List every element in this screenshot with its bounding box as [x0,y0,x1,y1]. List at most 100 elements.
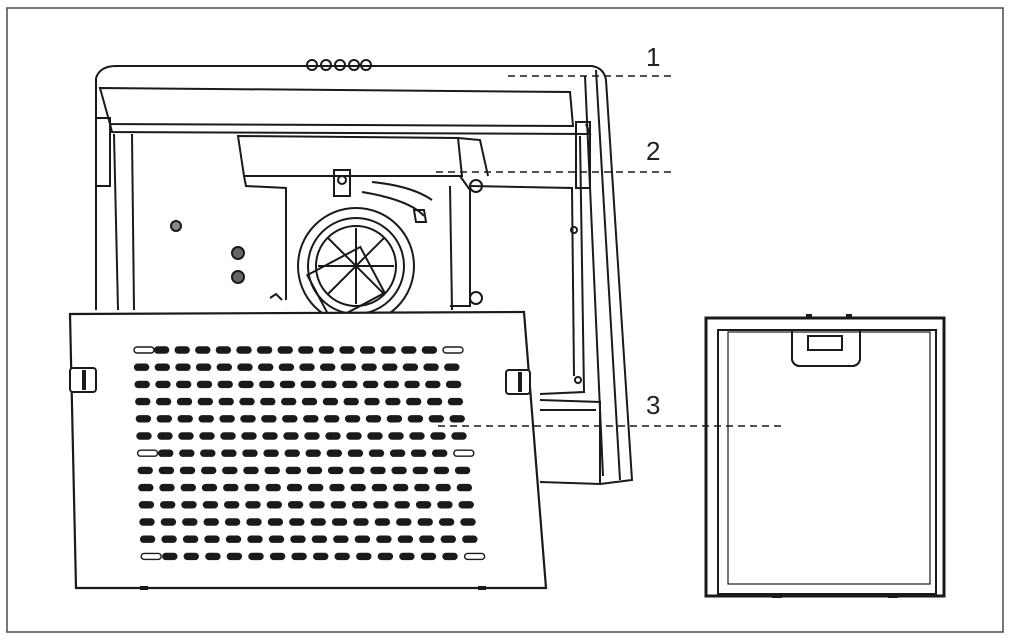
grille-slot [259,380,275,389]
grille-slot [300,380,316,389]
grille-slot [157,449,174,457]
grille-slot [340,363,357,371]
grille-slot [440,535,456,543]
grille-slot [306,466,323,475]
grille-slot [374,518,391,526]
grille-slot [198,415,214,423]
grille-slot [223,501,240,509]
grille-slot [393,483,409,492]
grille-slot [308,483,324,492]
grille-slot [329,483,345,492]
grille-slot [334,552,350,561]
grille-slot [287,501,304,509]
grille-slot [180,483,197,492]
grille-slot [325,432,341,440]
grille-slot [419,535,435,543]
grille-slot [237,363,253,371]
grille-slot [386,415,403,423]
grille-slot [222,466,238,475]
grille-slot [174,346,190,354]
grille-slot [414,483,430,492]
grille-slot [266,501,282,509]
grille-slot [303,415,319,423]
grille-slot [224,518,241,526]
grille-slot [197,397,214,406]
grille-slot [202,501,219,509]
grille-slot [215,346,232,354]
grille-slot [216,363,233,371]
grille-slot [367,432,383,440]
grille-slot [160,518,177,526]
grille-slot [291,552,307,561]
callout-2: 2 [646,136,660,166]
grille-slot [179,466,196,475]
grille-slot [133,363,150,371]
grille-slot [240,415,256,423]
grille-slot [417,518,433,526]
grille-slot [175,380,192,389]
grille-slot [339,346,355,354]
grille-slot [182,535,199,543]
grille-slot [242,449,258,457]
callout-1: 1 [646,42,660,72]
grille-slot [331,518,348,526]
grille-slot [267,518,284,526]
grille-slot [330,501,346,509]
grille-slot [155,397,172,406]
grille-slot [283,432,299,440]
grille-slot [397,535,414,543]
grille-slot [236,346,252,354]
grille-slot [175,363,191,371]
grille-slot [223,483,239,492]
grille-slot [182,518,198,526]
grille-slot [437,501,453,509]
grille-slot [301,397,318,406]
grille-slot [428,415,444,423]
grille-slot [286,483,303,492]
grille-slot [178,432,194,440]
grille-slot [423,363,439,371]
grille-slot [350,483,366,492]
grille-slot [389,449,406,457]
grille-slot [157,432,173,440]
grille-slot [245,501,261,509]
grille-slot [391,466,407,475]
grille-slot [373,501,389,509]
grille-slot [204,535,220,543]
grille-slot [179,449,195,457]
grille-slot [326,449,342,457]
grille-slot [409,432,425,440]
grille-slot [139,518,155,526]
grille-slot [139,535,156,543]
grille-slot [248,552,264,561]
grille-slot [463,552,486,561]
grille-slot [285,466,301,475]
grille-slot [425,380,441,389]
grille-slot [451,432,467,440]
callout-leaders [436,75,784,427]
grille-slot [221,449,237,457]
grille-slot [449,415,465,423]
grille-slot [364,397,380,406]
grille-slot [407,415,424,423]
grille-slot [153,346,170,354]
grille-slot [432,449,448,457]
grille-slot [289,518,305,526]
grille-slot [135,415,152,423]
grille-slot [383,380,399,389]
grille-slot [133,346,155,354]
grille-slot [219,415,235,423]
grille-slot [134,380,150,389]
grille-slot [268,535,285,543]
grille-slot [442,346,464,354]
grille-slot [161,535,177,543]
grille-slot [343,397,359,406]
grille-slot [225,535,242,543]
grille-slot [309,501,325,509]
grille-slot [347,449,364,457]
grille-slot [138,483,154,492]
front-grille-panel [68,310,548,590]
grille-slot [247,535,263,543]
grille-slot [176,397,193,406]
grille-slot [399,552,415,561]
